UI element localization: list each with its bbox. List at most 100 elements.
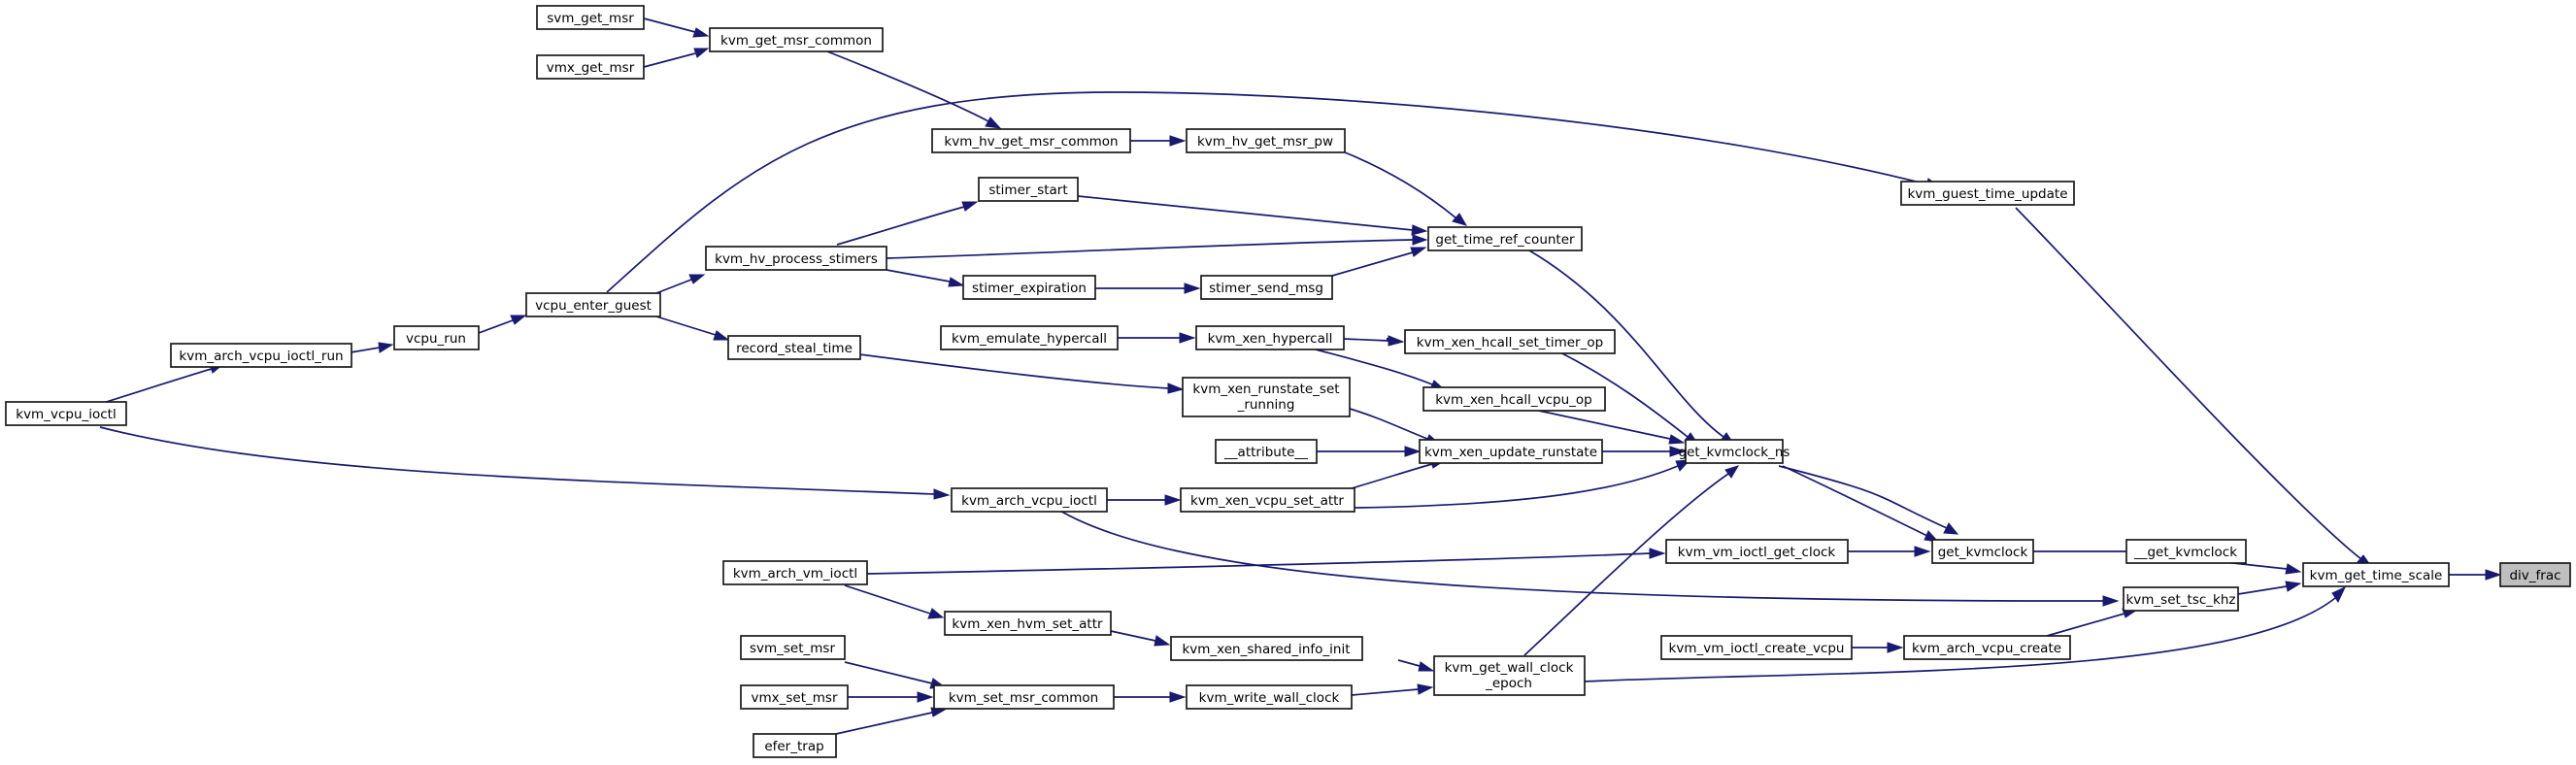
edge-vcpu-run-to-vcpu-enter-guest [478, 315, 527, 334]
node-kvm-arch-vm-ioctl[interactable]: kvm_arch_vm_ioctl [722, 560, 868, 585]
node-label: kvm_arch_vcpu_create [1912, 641, 2061, 656]
node-vcpu-run[interactable]: vcpu_run [393, 325, 480, 350]
node-label: stimer_expiration [972, 281, 1087, 296]
node-kvm-xen-hypercall[interactable]: kvm_xen_hypercall [1195, 325, 1345, 350]
node-svm-get-msr[interactable]: svm_get_msr [536, 5, 645, 30]
edge-kvm-hv-get-msr-common-to-kvm-hv-get-msr-pw [1130, 135, 1187, 147]
node-label: kvm_xen_shared_info_init [1182, 642, 1350, 657]
edge-efer-trap-to-kvm-set-msr-common [835, 707, 947, 735]
node-kvm-get-time-scale[interactable]: kvm_get_time_scale [2302, 562, 2450, 587]
edge-stimer-start-to-get-time-ref-counter [1077, 195, 1428, 236]
node-get-kvmclock[interactable]: get_kvmclock [1931, 539, 2034, 564]
node-kvm-vcpu-ioctl[interactable]: kvm_vcpu_ioctl [5, 401, 127, 426]
node-stimer-expiration[interactable]: stimer_expiration [962, 275, 1096, 300]
node-vcpu-enter-guest[interactable]: vcpu_enter_guest [525, 292, 661, 317]
edge-kvm-get-msr-common-to-kvm-hv-get-msr-common [826, 50, 1002, 129]
node-kvm-get-msr-common[interactable]: kvm_get_msr_common [709, 27, 884, 52]
edge-svm-set-msr-to-kvm-set-msr-common [844, 661, 947, 689]
node-label: kvm_xen_hvm_set_attr [952, 616, 1103, 632]
edge-vmx-set-msr-to-kvm-set-msr-common [848, 691, 934, 703]
node-label: kvm_arch_vcpu_ioctl_run [179, 349, 343, 364]
node-label: __attribute__ [1223, 445, 1308, 460]
node-kvm-xen-update-runstate[interactable]: kvm_xen_update_runstate [1419, 439, 1603, 464]
node-label: kvm_xen_update_runstate [1424, 445, 1597, 460]
node-kvm-set-msr-common[interactable]: kvm_set_msr_common [933, 684, 1115, 710]
edge-kvm-xen-hypercall-to-xen-hcall-set-timer-op [1343, 335, 1405, 347]
node-kvm-xen-hcall-vcpu-op[interactable]: kvm_xen_hcall_vcpu_op [1422, 386, 1606, 412]
node-kvm-get-wall-clock-epoch[interactable]: kvm_get_wall_clock _epoch [1433, 655, 1586, 696]
node-label: get_time_ref_counter [1435, 232, 1575, 248]
node-div-frac[interactable]: div_frac [2499, 562, 2571, 587]
node-svm-set-msr[interactable]: svm_set_msr [740, 635, 846, 660]
edge-kvm-xen-vcpu-set-attr-to-get-kvmclock-ns [1354, 459, 1691, 509]
node-kvm-arch-vcpu-ioctl[interactable]: kvm_arch_vcpu_ioctl [951, 487, 1108, 513]
node-label: vmx_get_msr [547, 60, 635, 76]
node-label: get_kvmclock_ns [1679, 445, 1790, 460]
node-kvm-xen-runstate-set-running[interactable]: kvm_xen_runstate_set _running [1182, 377, 1351, 417]
node-kvm-xen-vcpu-set-attr[interactable]: kvm_xen_vcpu_set_attr [1180, 487, 1355, 513]
edge-get-kvmclock-ns-to-kvm-get-time-scale [1778, 465, 1959, 535]
edge-kvm-hv-process-stimers-to-get-time-ref-counter [886, 234, 1428, 259]
node-kvm-xen-hvm-set-attr[interactable]: kvm_xen_hvm_set_attr [944, 611, 1112, 636]
node-label-line-2: _running [1237, 397, 1295, 413]
node-label: record_steal_time [736, 341, 853, 356]
node-label: kvm_set_tsc_khz [2125, 592, 2235, 608]
node-kvm-xen-hcall-set-timer-op[interactable]: kvm_xen_hcall_set_timer_op [1404, 329, 1616, 354]
node-label: kvm_hv_process_stimers [715, 251, 878, 267]
edge-kvm-xen-hvm-set-attr-to-kvm-xen-shared-info-init [1110, 630, 1171, 647]
node-efer-trap[interactable]: efer_trap [753, 733, 837, 758]
edge-kvm-emulate-hypercall-to-kvm-xen-hypercall [1118, 332, 1196, 344]
node-vmx-get-msr[interactable]: vmx_get_msr [536, 54, 645, 80]
node-vmx-set-msr[interactable]: vmx_set_msr [740, 684, 849, 710]
node-attribute[interactable]: __attribute__ [1215, 439, 1318, 464]
node-label: kvm_xen_hcall_vcpu_op [1435, 392, 1592, 408]
edge-vcpu-enter-guest-to-record-steal-time [655, 316, 730, 341]
node-get-kvmclock-underscored[interactable]: __get_kvmclock [2125, 539, 2247, 564]
node-label: get_kvmclock [1938, 545, 2028, 560]
edge-get-kvmclock-to-get-kvmclock-ns [1782, 465, 1940, 543]
node-label: efer_trap [764, 739, 823, 754]
edge-kvm-vcpu-ioctl-to-kvm-arch-vcpu-ioctl [99, 426, 951, 500]
node-kvm-write-wall-clock[interactable]: kvm_write_wall_clock [1186, 684, 1353, 710]
node-label: kvm_write_wall_clock [1199, 690, 1340, 706]
node-kvm-vm-ioctl-get-clock[interactable]: kvm_vm_ioctl_get_clock [1665, 539, 1849, 564]
node-label-line-1: kvm_get_wall_clock [1445, 660, 1574, 676]
node-kvm-hv-process-stimers[interactable]: kvm_hv_process_stimers [705, 246, 887, 271]
node-label: svm_get_msr [547, 11, 634, 26]
edge-record-steal-time-to-kvm-xen-runstate-set-running [858, 353, 1185, 394]
node-get-kvmclock-ns[interactable]: get_kvmclock_ns [1679, 439, 1790, 464]
node-kvm-set-tsc-khz[interactable]: kvm_set_tsc_khz [2123, 586, 2239, 612]
node-stimer-send-msg[interactable]: stimer_send_msg [1200, 275, 1333, 300]
node-kvm-guest-time-update[interactable]: kvm_guest_time_update [1900, 181, 2075, 206]
node-label: stimer_start [988, 183, 1067, 198]
node-label: kvm_get_msr_common [720, 33, 872, 49]
edge-kvm-vm-ioctl-create-vcpu-to-kvm-arch-vcpu-create [1851, 642, 1904, 653]
edge-kvm-arch-vm-ioctl-to-kvm-xen-hvm-set-attr [844, 584, 945, 619]
node-stimer-start[interactable]: stimer_start [978, 177, 1079, 202]
node-label: kvm_xen_hcall_set_timer_op [1417, 335, 1603, 350]
edge-kvm-hv-process-stimers-to-stimer-start [836, 201, 979, 246]
node-kvm-xen-shared-info-init[interactable]: kvm_xen_shared_info_init [1170, 636, 1363, 661]
node-label: kvm_arch_vcpu_ioctl [961, 493, 1097, 509]
node-label: kvm_vm_ioctl_create_vcpu [1669, 641, 1845, 656]
node-label: kvm_emulate_hypercall [952, 331, 1107, 347]
node-label: kvm_set_msr_common [949, 690, 1098, 706]
node-record-steal-time[interactable]: record_steal_time [727, 335, 861, 360]
node-get-time-ref-counter[interactable]: get_time_ref_counter [1427, 226, 1583, 251]
edge-kvm-set-msr-common-to-kvm-write-wall-clock [1114, 691, 1187, 703]
node-kvm-vm-ioctl-create-vcpu[interactable]: kvm_vm_ioctl_create_vcpu [1660, 635, 1853, 660]
edge-kvm-hv-get-msr-pw-to-get-time-ref-counter [1344, 151, 1468, 226]
node-kvm-hv-get-msr-pw[interactable]: kvm_hv_get_msr_pw [1186, 128, 1346, 153]
node-kvm-hv-get-msr-common[interactable]: kvm_hv_get_msr_common [931, 128, 1131, 153]
edge-kvm-write-wall-clock-to-kvm-get-wall-clock-epoch [1351, 683, 1434, 696]
edge-kvm-get-wall-clock-epoch-to-get-kvmclock-ns [1523, 465, 1740, 656]
node-kvm-arch-vcpu-create[interactable]: kvm_arch_vcpu_create [1903, 635, 2071, 660]
edge-kvm-set-tsc-khz-to-kvm-get-time-scale [2237, 581, 2302, 595]
edge-kvm-arch-vm-ioctl-to-kvm-vm-ioctl-get-clock [866, 548, 1666, 575]
node-kvm-arch-vcpu-ioctl-run[interactable]: kvm_arch_vcpu_ioctl_run [170, 343, 352, 368]
node-label: div_frac [2509, 568, 2560, 583]
edge-vmx-get-msr-to-kvm-get-msr-common [643, 48, 710, 68]
node-label: kvm_get_time_scale [2310, 568, 2443, 583]
node-kvm-emulate-hypercall[interactable]: kvm_emulate_hypercall [940, 325, 1119, 350]
